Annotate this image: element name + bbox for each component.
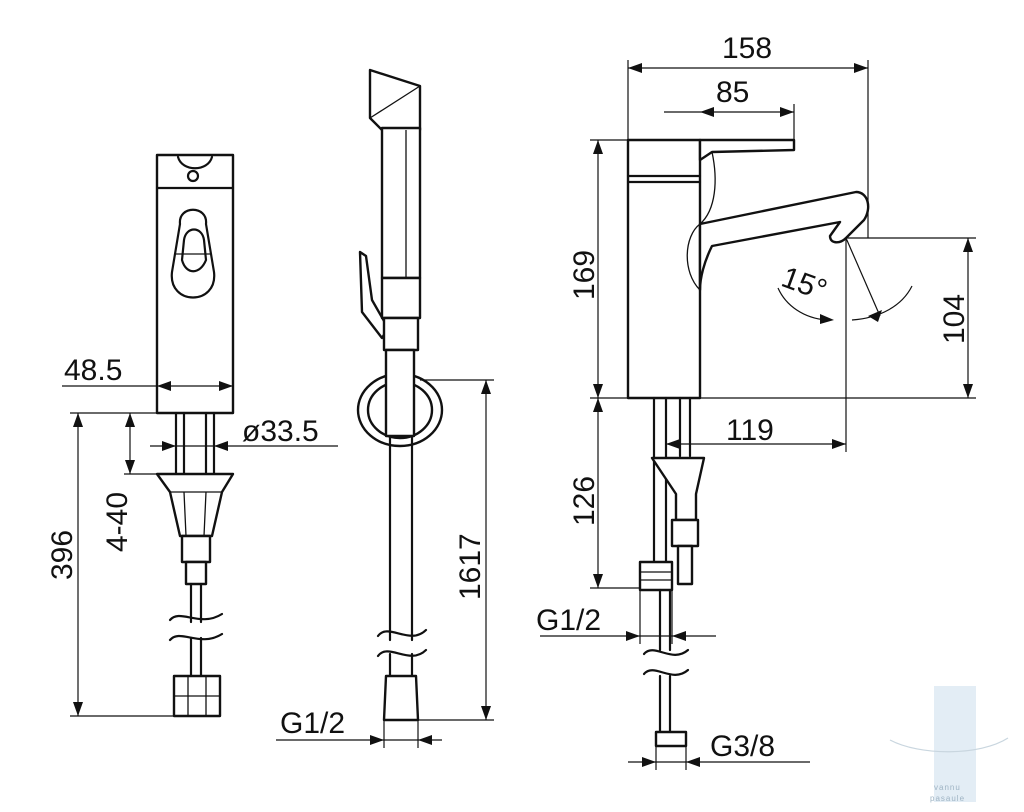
dim-85-arrow-left [700, 107, 714, 117]
dim-85-arrow-right [780, 107, 794, 117]
dim-g12r-arrow-right [672, 631, 686, 641]
dim-angle-arrow-left [820, 314, 834, 324]
dim-g38-arrow-right [686, 757, 700, 767]
dim-33-5-arrow-right [214, 441, 228, 451]
lever-neck [699, 151, 716, 225]
break-mark-top [168, 612, 224, 622]
side-mounting-nut [650, 456, 706, 522]
lever-inner [180, 228, 208, 273]
break-mark-bottom [168, 632, 224, 642]
side-rod-end [676, 544, 694, 586]
dim-33-5-label: ø33.5 [242, 415, 319, 448]
side-break-bottom [642, 668, 690, 676]
dim-angle-ray [845, 237, 881, 317]
spout [698, 190, 870, 292]
dim-158-label: 158 [722, 32, 772, 65]
dim-85-label: 85 [716, 76, 749, 109]
hose-end-nut [382, 674, 420, 722]
dim-1617-arrow-top [481, 380, 491, 394]
spout-curve [686, 223, 701, 291]
dim-4-40-arrow-top [125, 413, 135, 427]
dim-g38-arrow-left [642, 757, 656, 767]
hose-fitting-top [184, 560, 208, 586]
dim-119-arrow-right [832, 439, 846, 449]
nut-ribs [170, 491, 222, 537]
dim-119-arrow-left [666, 439, 680, 449]
cap-screw [186, 169, 200, 183]
dim-104-arrow-bottom [963, 384, 973, 398]
shower-head-edge [369, 85, 421, 119]
cap-detail [176, 155, 214, 170]
dim-396-arrow-top [73, 413, 83, 427]
dim-angle-arc-right [851, 285, 913, 321]
hose-socket [384, 348, 416, 438]
watermark-text-2: pasaule [930, 794, 965, 803]
dim-119-label: 119 [726, 414, 774, 447]
dim-g12c-arrow-left [370, 735, 384, 745]
dim-104-label: 104 [938, 294, 971, 344]
lever-side [698, 138, 796, 162]
hand-shower-view: 1617 G1/2 [276, 68, 494, 748]
dim-396-arrow-bottom [73, 702, 83, 716]
dim-g12c-arrow-right [418, 735, 432, 745]
dim-126-label: 126 [568, 476, 601, 526]
g12-fitting-thread [640, 571, 672, 581]
dim-g12r-label: G1/2 [536, 604, 601, 637]
dim-48-5-label: 48.5 [64, 354, 122, 387]
handle-lower [380, 276, 422, 320]
dim-4-40-label: 4-40 [101, 492, 134, 552]
g38-fitting [654, 730, 688, 748]
dim-g12r-arrow-left [626, 631, 640, 641]
watermark-logo: vannu pasaule [889, 686, 1009, 803]
dim-1617-arrow-bottom [481, 706, 491, 720]
dim-169-arrow-bottom [593, 384, 603, 398]
dim-g12c-label: G1/2 [280, 707, 345, 740]
g12-fitting [638, 560, 674, 592]
dim-104-arrow-top [963, 238, 973, 252]
dim-48-5-arrow-right [219, 381, 233, 391]
threaded-rod [180, 534, 212, 564]
hose-nut-facets [174, 676, 220, 716]
dim-4-40-arrow-bottom [125, 460, 135, 474]
watermark-text-1: vannu [934, 783, 961, 792]
hose-break-top [376, 628, 428, 638]
dim-126-arrow-bottom [593, 574, 603, 588]
dim-396-label: 396 [46, 530, 79, 580]
watermark-swoosh [889, 737, 1009, 753]
handle-connector [382, 316, 420, 352]
mounting-nut [155, 472, 235, 538]
dim-169-label: 169 [568, 250, 601, 300]
side-view: 158 85 169 104 119 126 [536, 32, 976, 770]
dim-1617-label: 1617 [454, 533, 487, 600]
watermark-bar [934, 686, 976, 802]
dim-158-arrow-left [628, 63, 642, 73]
hose-break-bottom [376, 648, 428, 658]
dim-g38-label: G3/8 [710, 730, 775, 763]
dim-169-arrow-top [593, 140, 603, 154]
shower-head-top [368, 68, 422, 132]
dim-33-5-arrow-left [162, 441, 176, 451]
front-view: 48.5 ø33.5 396 4-40 [46, 153, 338, 718]
faucet-body-front [155, 153, 235, 415]
side-rod [670, 518, 700, 548]
dim-126-arrow-top [593, 398, 603, 412]
lever-front [170, 208, 216, 299]
dim-158-arrow-right [854, 63, 868, 73]
shower-handle [380, 126, 422, 280]
dim-48-5-arrow-left [157, 381, 171, 391]
side-break-top [642, 648, 690, 656]
